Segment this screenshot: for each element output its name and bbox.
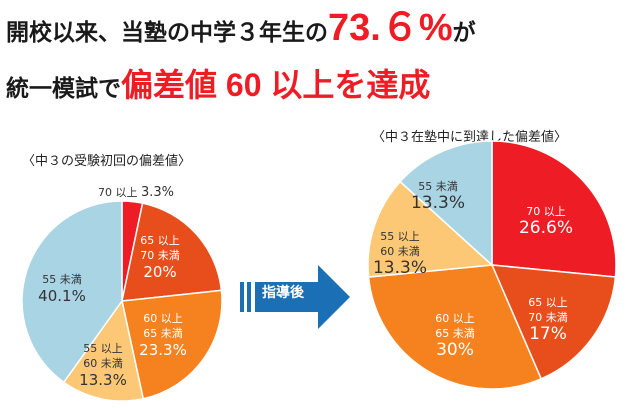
pie-before-label-0: 70 以上 3.3% (98, 185, 174, 200)
pie-after-slice-0 (491, 140, 617, 278)
pie-after-slice-2 (367, 264, 543, 390)
chart-1-title: 〈中３の受験初回の偏差値〉 (22, 154, 192, 169)
arrow-label: 指導後 (262, 285, 304, 301)
headline-text-1b: が (452, 20, 476, 46)
headline-text-2a: 統一模試で (6, 76, 121, 102)
pie-after-slice-1 (490, 264, 617, 380)
pie-before-slice-4 (21, 200, 123, 384)
chart-2-title: 〈中３在塾中に到達した偏差値〉 (372, 130, 568, 145)
pie-before-slice-3 (62, 299, 145, 402)
pie-after-slice-3 (367, 180, 494, 278)
headline-line-1: 開校以来、当塾の中学３年生の73.６%が (6, 6, 476, 55)
pie-after-slice-4 (399, 140, 493, 267)
headline-percent: 73.６% (328, 7, 453, 49)
headline-highlight: 偏差値 60 以上を達成 (121, 67, 431, 103)
headline-line-2: 統一模試で偏差値 60 以上を達成 (6, 60, 430, 114)
pie-before-slice-2 (121, 289, 223, 400)
headline-text-1a: 開校以来、当塾の中学３年生の (6, 20, 328, 46)
pie-before-slice-1 (121, 202, 223, 302)
arrow-icon (240, 265, 350, 329)
